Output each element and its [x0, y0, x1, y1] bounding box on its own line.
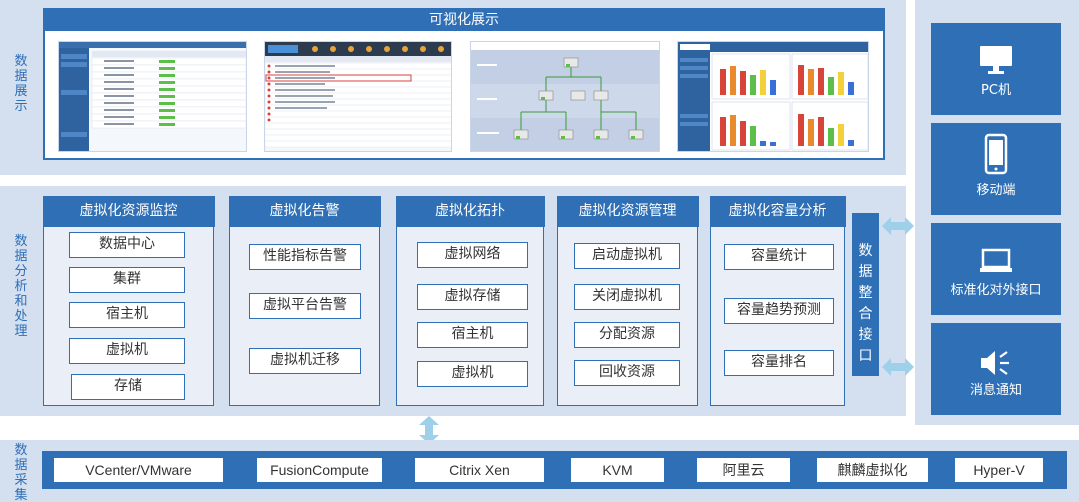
module-item[interactable]: 虚拟机: [69, 338, 185, 364]
source-aliyun[interactable]: 阿里云: [696, 457, 791, 483]
module-item[interactable]: 虚拟平台告警: [249, 293, 361, 319]
integration-char: 口: [858, 348, 873, 364]
display-section-label: 数据展示: [14, 54, 28, 114]
module-item[interactable]: 性能指标告警: [249, 244, 361, 270]
collection-section-label: 数据采集: [14, 443, 28, 502]
module-topology: 虚拟化拓扑 虚拟网络 虚拟存储 宿主机 虚拟机: [395, 195, 545, 406]
module-item[interactable]: 宿主机: [69, 302, 185, 328]
module-item[interactable]: 容量统计: [724, 244, 834, 270]
analysis-section-label: 数据分析和处理: [14, 234, 28, 339]
screenshot-capacity-charts: [677, 41, 869, 152]
laptop-icon: [980, 248, 1012, 272]
module-resource-management: 虚拟化资源管理 启动虚拟机 关闭虚拟机 分配资源 回收资源: [556, 195, 699, 406]
source-citrix-xen[interactable]: Citrix Xen: [414, 457, 545, 483]
terminal-label: 标准化对外接口: [950, 283, 1042, 298]
double-arrow-icon: [882, 217, 914, 235]
integration-char: 合: [858, 306, 873, 322]
module-item[interactable]: 关闭虚拟机: [574, 284, 680, 310]
data-integration-interface: 数 据 整 合 接 口: [852, 213, 879, 376]
terminal-standard-interface[interactable]: 标准化对外接口: [931, 223, 1061, 315]
source-kylin-virtualization[interactable]: 麒麟虚拟化: [816, 457, 929, 483]
module-item[interactable]: 启动虚拟机: [574, 243, 680, 269]
visualization-frame: 可视化展示: [43, 8, 885, 160]
module-item[interactable]: 分配资源: [574, 322, 680, 348]
module-item[interactable]: 虚拟机迁移: [249, 348, 361, 374]
module-item[interactable]: 回收资源: [574, 360, 680, 386]
module-item[interactable]: 宿主机: [417, 322, 528, 348]
integration-char: 数: [858, 243, 873, 259]
module-capacity-analysis: 虚拟化容量分析 容量统计 容量趋势预测 容量排名: [709, 195, 846, 406]
module-item[interactable]: 集群: [69, 267, 185, 293]
terminal-message-notification[interactable]: 消息通知: [931, 323, 1061, 415]
source-kvm[interactable]: KVM: [570, 457, 665, 483]
module-title: 虚拟化拓扑: [395, 195, 545, 227]
module-title: 虚拟化容量分析: [709, 195, 846, 227]
integration-char: 整: [858, 285, 873, 301]
module-item[interactable]: 容量趋势预测: [724, 298, 834, 324]
module-item[interactable]: 数据中心: [69, 232, 185, 258]
terminal-pc[interactable]: PC机: [931, 23, 1061, 115]
module-resource-monitoring: 虚拟化资源监控 数据中心 集群 宿主机 虚拟机 存储: [42, 195, 215, 406]
integration-char: 接: [858, 327, 873, 343]
module-item[interactable]: 虚拟网络: [417, 242, 528, 268]
double-arrow-icon: [882, 358, 914, 376]
integration-char: 据: [858, 264, 873, 280]
module-alarm: 虚拟化告警 性能指标告警 虚拟平台告警 虚拟机迁移: [228, 195, 381, 406]
source-hyper-v[interactable]: Hyper-V: [954, 457, 1044, 483]
source-fusioncompute[interactable]: FusionCompute: [256, 457, 383, 483]
module-item[interactable]: 容量排名: [724, 350, 834, 376]
data-source-bar: VCenter/VMware FusionCompute Citrix Xen …: [42, 451, 1067, 489]
module-item[interactable]: 虚拟机: [417, 361, 528, 387]
terminal-label: PC机: [981, 83, 1011, 98]
module-title: 虚拟化告警: [228, 195, 381, 227]
mobile-phone-icon: [984, 133, 1008, 175]
screenshot-alarm-list: [264, 41, 452, 152]
module-item[interactable]: 虚拟存储: [417, 284, 528, 310]
module-title: 虚拟化资源监控: [42, 195, 215, 227]
source-vcenter-vmware[interactable]: VCenter/VMware: [53, 457, 224, 483]
terminal-label: 移动端: [976, 183, 1016, 198]
module-title: 虚拟化资源管理: [556, 195, 699, 227]
screenshot-topology: [470, 41, 660, 152]
screenshot-resource-list: [58, 41, 247, 152]
speaker-icon: [981, 351, 1009, 375]
terminal-label: 消息通知: [969, 383, 1022, 398]
visualization-title: 可视化展示: [45, 10, 883, 31]
terminal-mobile[interactable]: 移动端: [931, 123, 1061, 215]
monitor-icon: [980, 46, 1012, 74]
vertical-double-arrow-icon: [419, 416, 439, 444]
module-item[interactable]: 存储: [71, 374, 185, 400]
